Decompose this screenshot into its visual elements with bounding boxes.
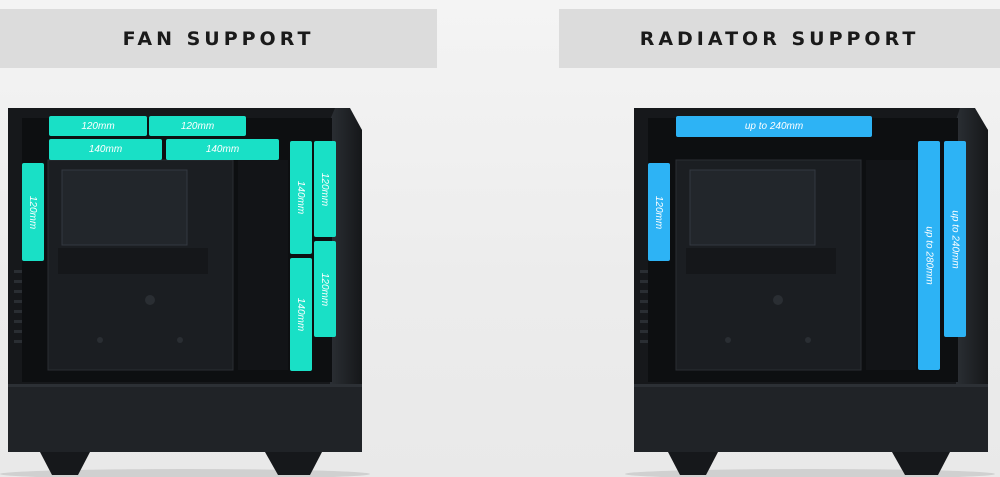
fan-front-inner-bottom-label: 140mm — [290, 258, 312, 371]
radiator-rear-label: 120mm — [648, 163, 670, 261]
fan-rear-label: 120mm — [22, 163, 44, 261]
fan-top-row2-left-label: 140mm — [49, 139, 162, 160]
radiator-top-label: up to 240mm — [676, 116, 872, 137]
radiator-front-outer-label: up to 240mm — [944, 141, 966, 337]
fan-front-inner-top-label: 140mm — [290, 141, 312, 254]
fan-front-outer-bottom-label: 120mm — [314, 241, 336, 337]
radiator-front-inner-label: up to 280mm — [918, 141, 940, 370]
radiator-support-header: RADIATOR SUPPORT — [559, 9, 1000, 68]
fan-support-header: FAN SUPPORT — [0, 9, 437, 68]
fan-top-row2-right-label: 140mm — [166, 139, 279, 160]
fan-top-row1-left-label: 120mm — [49, 116, 147, 136]
fan-top-row1-right-label: 120mm — [149, 116, 246, 136]
fan-front-outer-top-label: 120mm — [314, 141, 336, 237]
